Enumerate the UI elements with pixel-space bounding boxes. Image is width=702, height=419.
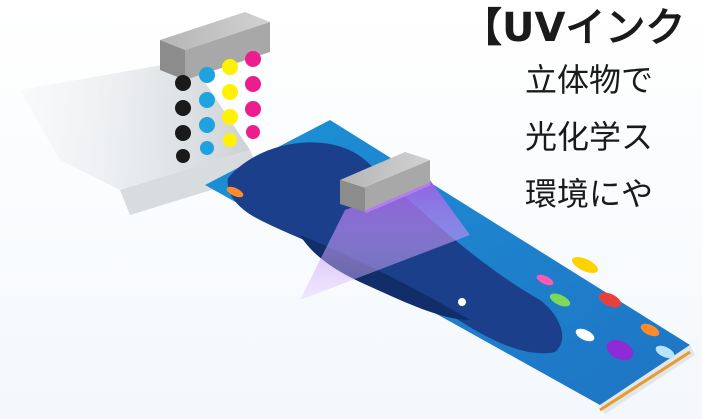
ink-drop-black xyxy=(175,75,191,91)
fish xyxy=(575,328,595,342)
media-edge-strip xyxy=(599,350,691,412)
ink-drop-magenta xyxy=(246,125,260,139)
printhead-front xyxy=(160,40,185,80)
media-tray-faded xyxy=(20,60,250,190)
fish xyxy=(655,345,675,359)
ink-drop-cyan xyxy=(200,141,214,155)
ink-drop-yellow xyxy=(222,109,238,125)
page-title: 【UVインク xyxy=(462,5,686,51)
uv-beam xyxy=(300,180,470,300)
ink-drop-black xyxy=(175,100,191,116)
ink-drop-cyan xyxy=(199,67,215,83)
fish-group xyxy=(226,186,675,361)
uv-lamp-side xyxy=(365,160,430,212)
description-line: 立体物で xyxy=(525,61,654,99)
ink-droplets xyxy=(175,51,261,163)
fish xyxy=(226,186,244,198)
fish xyxy=(606,339,634,361)
uv-lamp-front xyxy=(340,180,365,212)
fish xyxy=(536,274,554,286)
uv-lamp-top xyxy=(340,152,430,188)
fish xyxy=(549,293,571,307)
fish xyxy=(598,292,622,308)
ink-drop-cyan xyxy=(199,117,215,133)
ink-drop-magenta xyxy=(245,101,261,117)
ink-drop-black xyxy=(175,125,191,141)
whale-eye xyxy=(458,298,466,306)
ink-drop-yellow xyxy=(222,84,238,100)
printhead-top xyxy=(160,12,270,50)
ink-drop-cyan xyxy=(199,92,215,108)
description-line: 環境にや xyxy=(525,175,654,213)
ink-drop-black xyxy=(176,149,190,163)
fish xyxy=(640,323,660,337)
ink-drop-yellow xyxy=(222,59,238,75)
ink-drop-magenta xyxy=(245,76,261,92)
media-tray-faded-base xyxy=(120,150,260,215)
ink-drop-magenta xyxy=(245,51,261,67)
description-line: 光化学ス xyxy=(525,118,654,156)
ink-drop-yellow xyxy=(223,133,237,147)
uv-lamp-glow xyxy=(364,182,431,214)
printhead-side xyxy=(185,22,270,80)
fish xyxy=(572,256,598,274)
